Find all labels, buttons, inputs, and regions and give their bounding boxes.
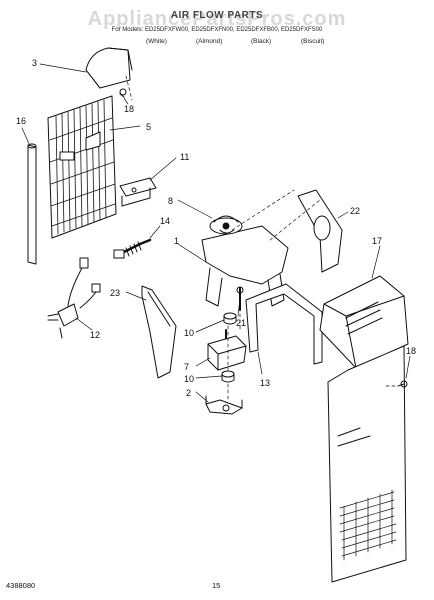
callout-10-lower: 10 bbox=[184, 374, 194, 384]
footer-page-number: 15 bbox=[212, 581, 221, 590]
part-1-fan-housing bbox=[201, 225, 289, 307]
callout-12: 12 bbox=[90, 330, 100, 340]
footer-part-number: 4388080 bbox=[6, 581, 36, 590]
callout-16: 16 bbox=[16, 116, 26, 126]
part-10-grommet-upper bbox=[223, 312, 237, 325]
part-14-spring-heater bbox=[113, 238, 152, 259]
leader-lines bbox=[21, 63, 411, 403]
callout-10-upper: 10 bbox=[184, 328, 194, 338]
color-white: (White) bbox=[146, 38, 167, 45]
alignment-lines bbox=[125, 75, 399, 401]
part-2-motor-bracket bbox=[205, 395, 243, 415]
part-11-bracket bbox=[119, 177, 157, 207]
callout-7: 7 bbox=[184, 362, 189, 372]
callout-13: 13 bbox=[260, 378, 270, 388]
callout-5: 5 bbox=[146, 122, 151, 132]
color-almond: (Almond) bbox=[196, 38, 223, 45]
callout-1: 1 bbox=[174, 236, 179, 246]
color-black: (Black) bbox=[251, 38, 272, 45]
callout-17: 17 bbox=[372, 236, 382, 246]
callout-14: 14 bbox=[160, 216, 170, 226]
watermark: AppliancePartsPros.com bbox=[87, 8, 347, 30]
part-7-motor bbox=[207, 329, 247, 371]
part-16-tube bbox=[27, 143, 37, 265]
callout-18-lower: 18 bbox=[406, 346, 416, 356]
part-22-baffle bbox=[297, 189, 343, 273]
part-12-wire-harness bbox=[47, 257, 101, 339]
callout-3: 3 bbox=[32, 58, 37, 68]
part-17-duct-cover bbox=[319, 275, 409, 583]
part-8-fan-blade bbox=[209, 215, 243, 235]
part-3-shroud-cover bbox=[85, 47, 133, 89]
part-18-screw-top bbox=[119, 88, 127, 98]
callout-2: 2 bbox=[186, 388, 191, 398]
callout-8: 8 bbox=[168, 196, 173, 206]
callout-23: 23 bbox=[110, 288, 120, 298]
part-10-grommet-lower bbox=[221, 370, 235, 383]
callout-labels: 3 18 16 5 11 8 14 22 17 1 23 12 21 10 7 … bbox=[16, 58, 416, 398]
callout-18-top: 18 bbox=[124, 104, 134, 114]
models-line: For Models: ED25DFXFW00, ED25DFXFN00, ED… bbox=[111, 27, 323, 33]
callout-22: 22 bbox=[350, 206, 360, 216]
color-biscuit: (Biscuit) bbox=[301, 38, 325, 45]
callout-21: 21 bbox=[236, 318, 246, 328]
part-18-screw-lower bbox=[397, 380, 408, 388]
part-23-side-panel bbox=[141, 285, 177, 379]
part-5-grille bbox=[47, 95, 117, 239]
page-title: AIR FLOW PARTS bbox=[170, 10, 264, 21]
callout-11: 11 bbox=[180, 152, 189, 162]
part-13-u-channel bbox=[245, 283, 323, 365]
